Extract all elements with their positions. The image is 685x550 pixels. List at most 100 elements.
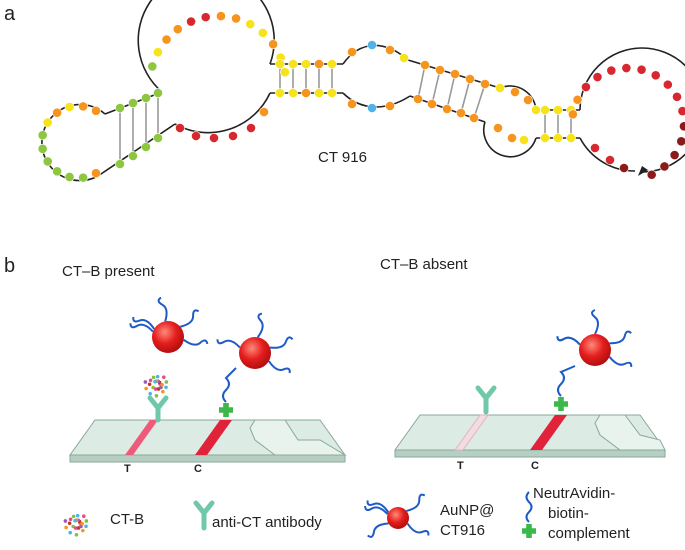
nucleotide	[672, 91, 682, 102]
nucleotide	[659, 161, 670, 172]
left-c-label: C	[194, 463, 202, 475]
right-control-line	[530, 415, 567, 450]
nucleotide	[581, 82, 591, 92]
legend-neutr-label-1: NeutrAvidin-	[533, 485, 615, 502]
nucleotide	[186, 16, 196, 27]
nucleotide	[327, 59, 337, 69]
nucleotide	[128, 151, 138, 161]
nucleotide	[495, 83, 505, 93]
nucleotide	[646, 169, 657, 180]
nucleotide	[399, 53, 409, 63]
right-test-strip: T C	[394, 414, 666, 472]
nucleotide	[619, 163, 629, 173]
nucleotide	[553, 133, 563, 143]
nucleotide	[507, 133, 517, 143]
nucleotide	[327, 88, 337, 98]
nucleotide	[669, 150, 680, 160]
left-antibody-icon	[147, 395, 169, 423]
nucleotide	[367, 40, 377, 50]
nucleotide	[288, 59, 298, 69]
nucleotide	[572, 94, 583, 105]
nucleotide	[153, 88, 163, 98]
nucleotide	[91, 105, 101, 116]
nucleotide	[456, 108, 466, 118]
legend-aunp-icon	[364, 493, 430, 538]
nucleotide	[200, 12, 211, 23]
nucleotide	[245, 19, 256, 30]
nucleotide	[42, 156, 53, 167]
left-aunp-control-icon	[216, 312, 294, 374]
nucleotide	[172, 24, 183, 35]
nucleotide	[314, 59, 324, 69]
nucleotide	[147, 61, 158, 72]
nucleotide	[301, 59, 311, 69]
nucleotide	[275, 59, 285, 69]
aptamer-name: CT 916	[318, 149, 367, 166]
right-test-line	[454, 414, 489, 451]
nucleotide	[523, 95, 533, 105]
nucleotide	[228, 131, 238, 141]
nucleotide	[42, 117, 53, 128]
right-loop-backbone	[579, 47, 685, 173]
nucleotide	[52, 166, 63, 177]
left-control-line	[195, 420, 232, 455]
nucleotide	[301, 88, 311, 98]
legend-antibody-icon	[193, 500, 215, 531]
nucleotides	[37, 11, 685, 183]
nucleotide	[128, 98, 138, 108]
nucleotide	[531, 105, 541, 115]
left-aunp-bound-icon	[129, 296, 209, 353]
nucleotide	[590, 143, 600, 153]
nucleotide	[367, 103, 377, 113]
nucleotide	[347, 47, 357, 57]
nucleotide	[510, 87, 520, 97]
nucleotide	[257, 27, 268, 38]
nucleotide	[161, 34, 172, 45]
nucleotide	[37, 130, 48, 141]
nucleotide	[540, 105, 550, 115]
nucleotide	[469, 113, 479, 123]
left-test-strip: T C	[69, 419, 347, 475]
nucleotide	[427, 99, 437, 109]
end-arrow-icon	[638, 166, 648, 176]
rna-secondary-structure	[37, 0, 685, 183]
nucleotide	[435, 65, 445, 75]
left-test-line	[125, 420, 158, 455]
nucleotide	[141, 93, 151, 103]
nucleotide	[519, 135, 529, 145]
nucleotide	[636, 64, 647, 75]
left-title: CT–B present	[62, 263, 155, 280]
nucleotide	[465, 74, 475, 84]
nucleotide	[420, 60, 430, 70]
nucleotide	[413, 94, 423, 104]
nucleotide	[246, 123, 256, 133]
nucleotide	[605, 155, 615, 165]
legend-aunp-label-1: AuNP@	[440, 502, 494, 519]
nucleotide	[288, 88, 298, 98]
panel-b-label: b	[4, 255, 15, 277]
panel-a-label: a	[4, 3, 16, 25]
nucleotide	[78, 172, 89, 183]
nucleotide	[91, 168, 101, 179]
nucleotide	[175, 123, 185, 133]
nucleotide	[78, 101, 89, 112]
nucleotide	[280, 67, 290, 78]
legend-aunp-label-2: CT916	[440, 522, 485, 539]
nucleotide	[115, 103, 125, 113]
nucleotide	[553, 105, 563, 115]
nucleotide	[385, 45, 395, 55]
nucleotide	[566, 133, 576, 143]
big-loop-backbone	[137, 0, 275, 134]
nucleotide	[621, 63, 632, 73]
nucleotide	[314, 88, 324, 98]
nucleotide	[650, 70, 661, 81]
nucleotide	[52, 107, 63, 118]
left-ctb-icon	[143, 374, 169, 398]
small-loop-backbone	[482, 85, 537, 158]
nucleotide	[493, 123, 503, 133]
right-aunp-control-icon	[556, 309, 633, 367]
nucleotide	[64, 102, 75, 112]
left-t-label: T	[124, 463, 131, 475]
nucleotide	[567, 109, 578, 120]
